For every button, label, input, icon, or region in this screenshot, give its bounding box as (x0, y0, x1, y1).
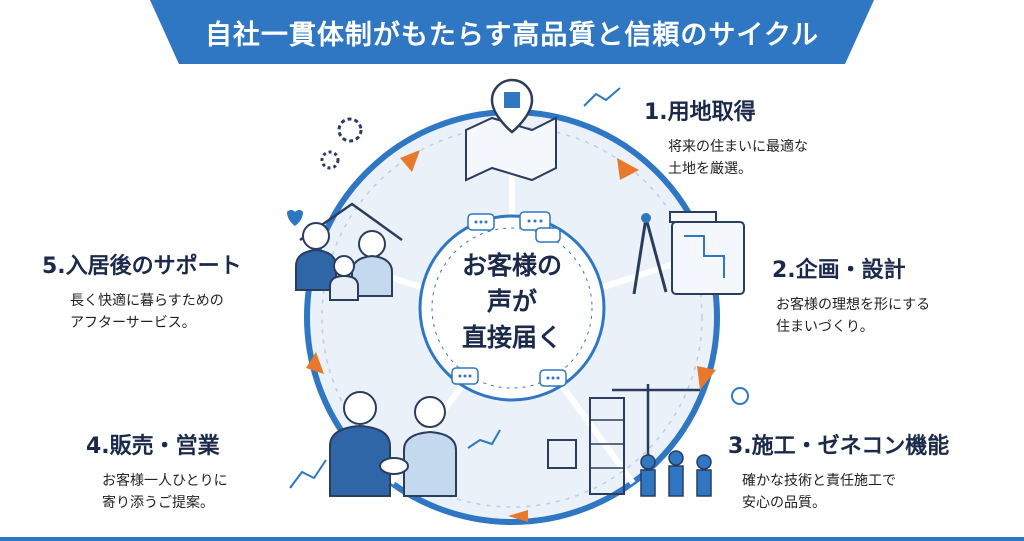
step-5-desc-line-1: 長く快適に暮らすための (70, 293, 224, 309)
page-title: 自社一貫体制がもたらす高品質と信頼のサイクル (204, 19, 820, 51)
step-4-number: 4. (86, 434, 110, 459)
family-house-icon (287, 117, 403, 301)
step-1-land-acquisition: 1.用地取得 将来の住まいに最適な 土地を厳選。 (644, 94, 808, 180)
step-3-desc-line-2: 安心の品質。 (742, 495, 826, 511)
center-message: お客様の 声が 直接届く (442, 248, 582, 356)
step-5-number: 5. (42, 254, 66, 279)
step-5-desc-line-2: アフターサービス。 (70, 315, 196, 331)
step-2-planning-design: 2.企画・設計 お客様の理想を形にする 住まいづくり。 (772, 252, 930, 338)
arrow-2-to-3 (697, 366, 716, 390)
step-3-label: 施工・ゼネコン機能 (751, 434, 950, 459)
center-line-2: 声が (486, 287, 537, 316)
step-4-desc-line-1: お客様一人ひとりに (102, 473, 228, 489)
step-2-desc-line-1: お客様の理想を形にする (776, 297, 931, 313)
step-5-after-support: 5.入居後のサポート 長く快適に暮らすための アフターサービス。 (42, 248, 242, 334)
title-banner: 自社一貫体制がもたらす高品質と信頼のサイクル (150, 0, 874, 64)
step-2-desc-line-2: 住まいづくり。 (776, 319, 874, 335)
handshake-icon (289, 391, 501, 497)
step-3-number: 3. (728, 434, 752, 459)
center-line-3: 直接届く (461, 323, 562, 352)
arrow-3-to-4 (508, 510, 528, 522)
map-pin-icon (465, 78, 621, 182)
step-3-construction: 3.施工・ゼネコン機能 確かな技術と責任施工で 安心の品質。 (728, 428, 949, 514)
step-4-label: 販売・営業 (109, 434, 220, 459)
step-5-label: 入居後のサポート (65, 254, 242, 279)
step-4-sales: 4.販売・営業 お客様一人ひとりに 寄り添うご提案。 (86, 428, 228, 514)
step-2-number: 2. (772, 258, 796, 283)
step-1-desc-line-2: 土地を厳選。 (668, 161, 752, 177)
arrow-1-to-2 (617, 158, 639, 180)
cycle-arrows (306, 150, 716, 522)
step-1-label: 用地取得 (667, 100, 756, 125)
step-3-desc-line-1: 確かな技術と責任施工で (742, 473, 896, 489)
step-1-number: 1. (644, 100, 668, 125)
center-line-1: お客様の (461, 251, 562, 280)
center-disc (418, 211, 606, 402)
step-1-desc-line-1: 将来の住まいに最適な (668, 139, 808, 155)
construction-crane-icon (547, 384, 749, 497)
arrow-5-to-1 (400, 150, 420, 172)
step-4-desc-line-2: 寄り添うご提案。 (102, 495, 214, 511)
arrow-4-to-5 (306, 352, 324, 374)
step-2-label: 企画・設計 (795, 258, 906, 283)
blueprint-compass-icon (632, 211, 745, 295)
bottom-accent-bar (0, 537, 1024, 541)
